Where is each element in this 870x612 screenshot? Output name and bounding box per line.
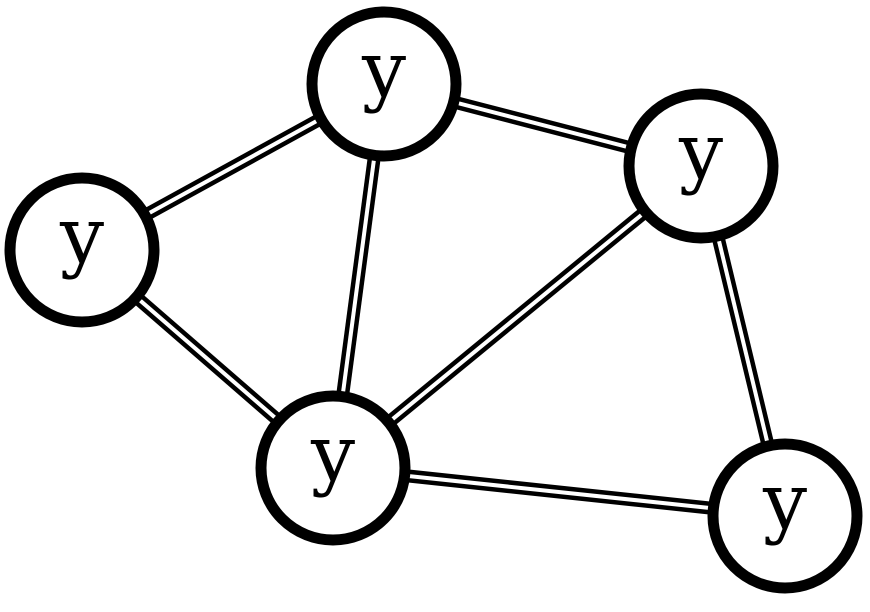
node-label: y <box>59 191 104 281</box>
node-n6: y <box>707 438 863 594</box>
node-label: y <box>762 457 807 547</box>
nodes-layer: y y y y y <box>4 6 863 594</box>
node-label: y <box>678 107 723 197</box>
node-circle <box>623 88 779 244</box>
node-n1: y <box>4 172 160 328</box>
node-circle <box>707 438 863 594</box>
edge-line-gap <box>331 164 703 470</box>
node-n2: y <box>306 6 462 162</box>
node-label: y <box>310 409 355 499</box>
node-n3: y <box>623 88 779 244</box>
node-circle <box>255 390 411 546</box>
node-label: y <box>361 25 406 115</box>
edge-n3-n4 <box>328 160 706 474</box>
node-circle <box>4 172 160 328</box>
node-circle <box>306 6 462 162</box>
node-n4: y <box>255 390 411 546</box>
